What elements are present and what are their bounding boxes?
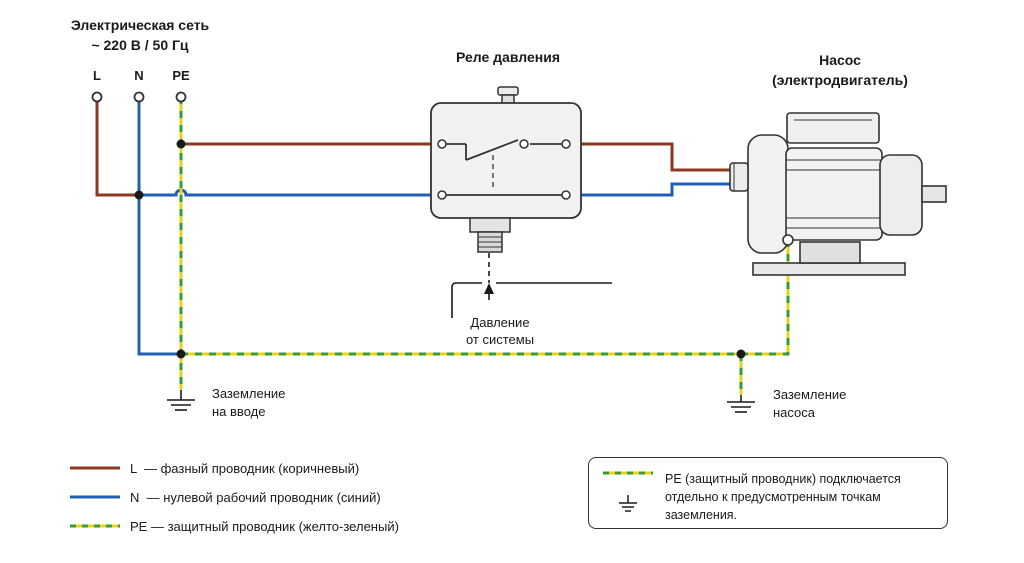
note-box: PE (защитный проводник) подключается отд… <box>588 457 948 529</box>
pressure-input <box>451 253 612 318</box>
source-terminals <box>91 91 187 103</box>
pump-title: Насос <box>819 52 861 68</box>
pressure-label-line1: Давление <box>470 315 529 330</box>
pressure-label-line2: от системы <box>466 332 534 347</box>
ground-symbol-icon <box>727 395 755 413</box>
ground-pump-line2: насоса <box>773 405 816 420</box>
legend-N-text: N — нулевой рабочий проводник (синий) <box>130 490 381 505</box>
junction-dots <box>134 139 746 359</box>
note-pe-swatch <box>603 471 653 475</box>
power-source-voltage: ~ 220 В / 50 Гц <box>91 37 188 53</box>
relay-body <box>430 86 582 253</box>
note-line1: PE (защитный проводник) подключается <box>665 472 901 486</box>
ground-symbol-icon <box>619 495 637 512</box>
note-text: PE (защитный проводник) подключается отд… <box>665 470 941 524</box>
ground-input-line1: Заземление <box>212 386 285 401</box>
legend-PE-text: PE — защитный проводник (желто-зеленый) <box>130 519 399 534</box>
note-line2: отдельно к предусмотренным точкам <box>665 490 881 504</box>
power-source-title: Электрическая сеть <box>71 17 210 33</box>
legend: L — фазный проводник (коричневый) N — ну… <box>70 461 399 534</box>
ground-input-line2: на вводе <box>212 404 265 419</box>
ground-pump-line1: Заземление <box>773 387 846 402</box>
note-line3: заземления. <box>665 508 738 522</box>
legend-L-text: L — фазный проводник (коричневый) <box>130 461 359 476</box>
pump-subtitle: (электродвигатель) <box>772 72 908 88</box>
terminal-N-label: N <box>134 68 143 83</box>
relay-title: Реле давления <box>456 49 560 65</box>
pump-motor <box>729 112 947 276</box>
ground-symbol-icon <box>167 390 195 411</box>
terminal-L-label: L <box>93 68 101 83</box>
arrow-up-icon <box>484 283 494 294</box>
phase-wire <box>95 97 730 197</box>
terminal-PE-label: PE <box>172 68 190 83</box>
